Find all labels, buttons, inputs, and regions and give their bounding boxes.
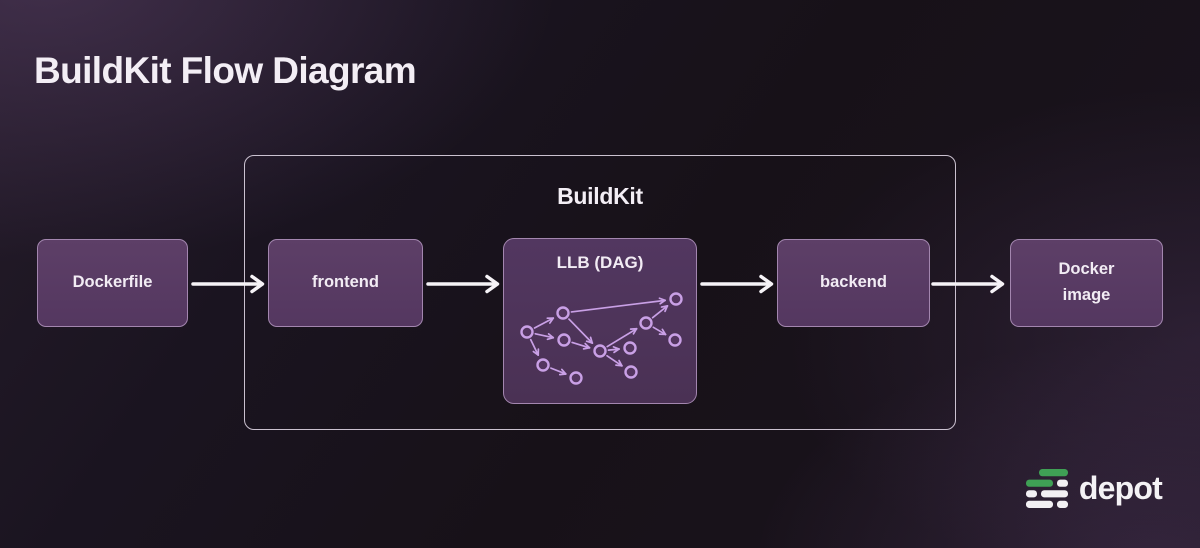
- node-frontend: frontend: [268, 239, 423, 327]
- buildkit-container: BuildKit: [244, 155, 956, 430]
- depot-wordmark: depot: [1078, 470, 1163, 506]
- node-llb-dag: LLB (DAG): [503, 238, 697, 404]
- depot-logo: depot: [1025, 469, 1163, 508]
- node-frontend-label: frontend: [312, 273, 379, 292]
- node-llb-dag-label: LLB (DAG): [556, 253, 644, 272]
- node-docker-image: Docker image: [1010, 239, 1163, 327]
- buildkit-container-label: BuildKit: [557, 183, 643, 209]
- node-backend: backend: [777, 239, 930, 327]
- llb-dag-graph: [520, 292, 683, 385]
- node-dockerfile-label: Dockerfile: [72, 273, 153, 292]
- depot-logo-icon: [1025, 469, 1068, 508]
- page-title: BuildKit Flow Diagram: [34, 50, 417, 91]
- node-dockerfile: Dockerfile: [37, 239, 188, 327]
- node-backend-label: backend: [820, 273, 887, 292]
- node-docker-image-label: Docker image: [1058, 260, 1115, 304]
